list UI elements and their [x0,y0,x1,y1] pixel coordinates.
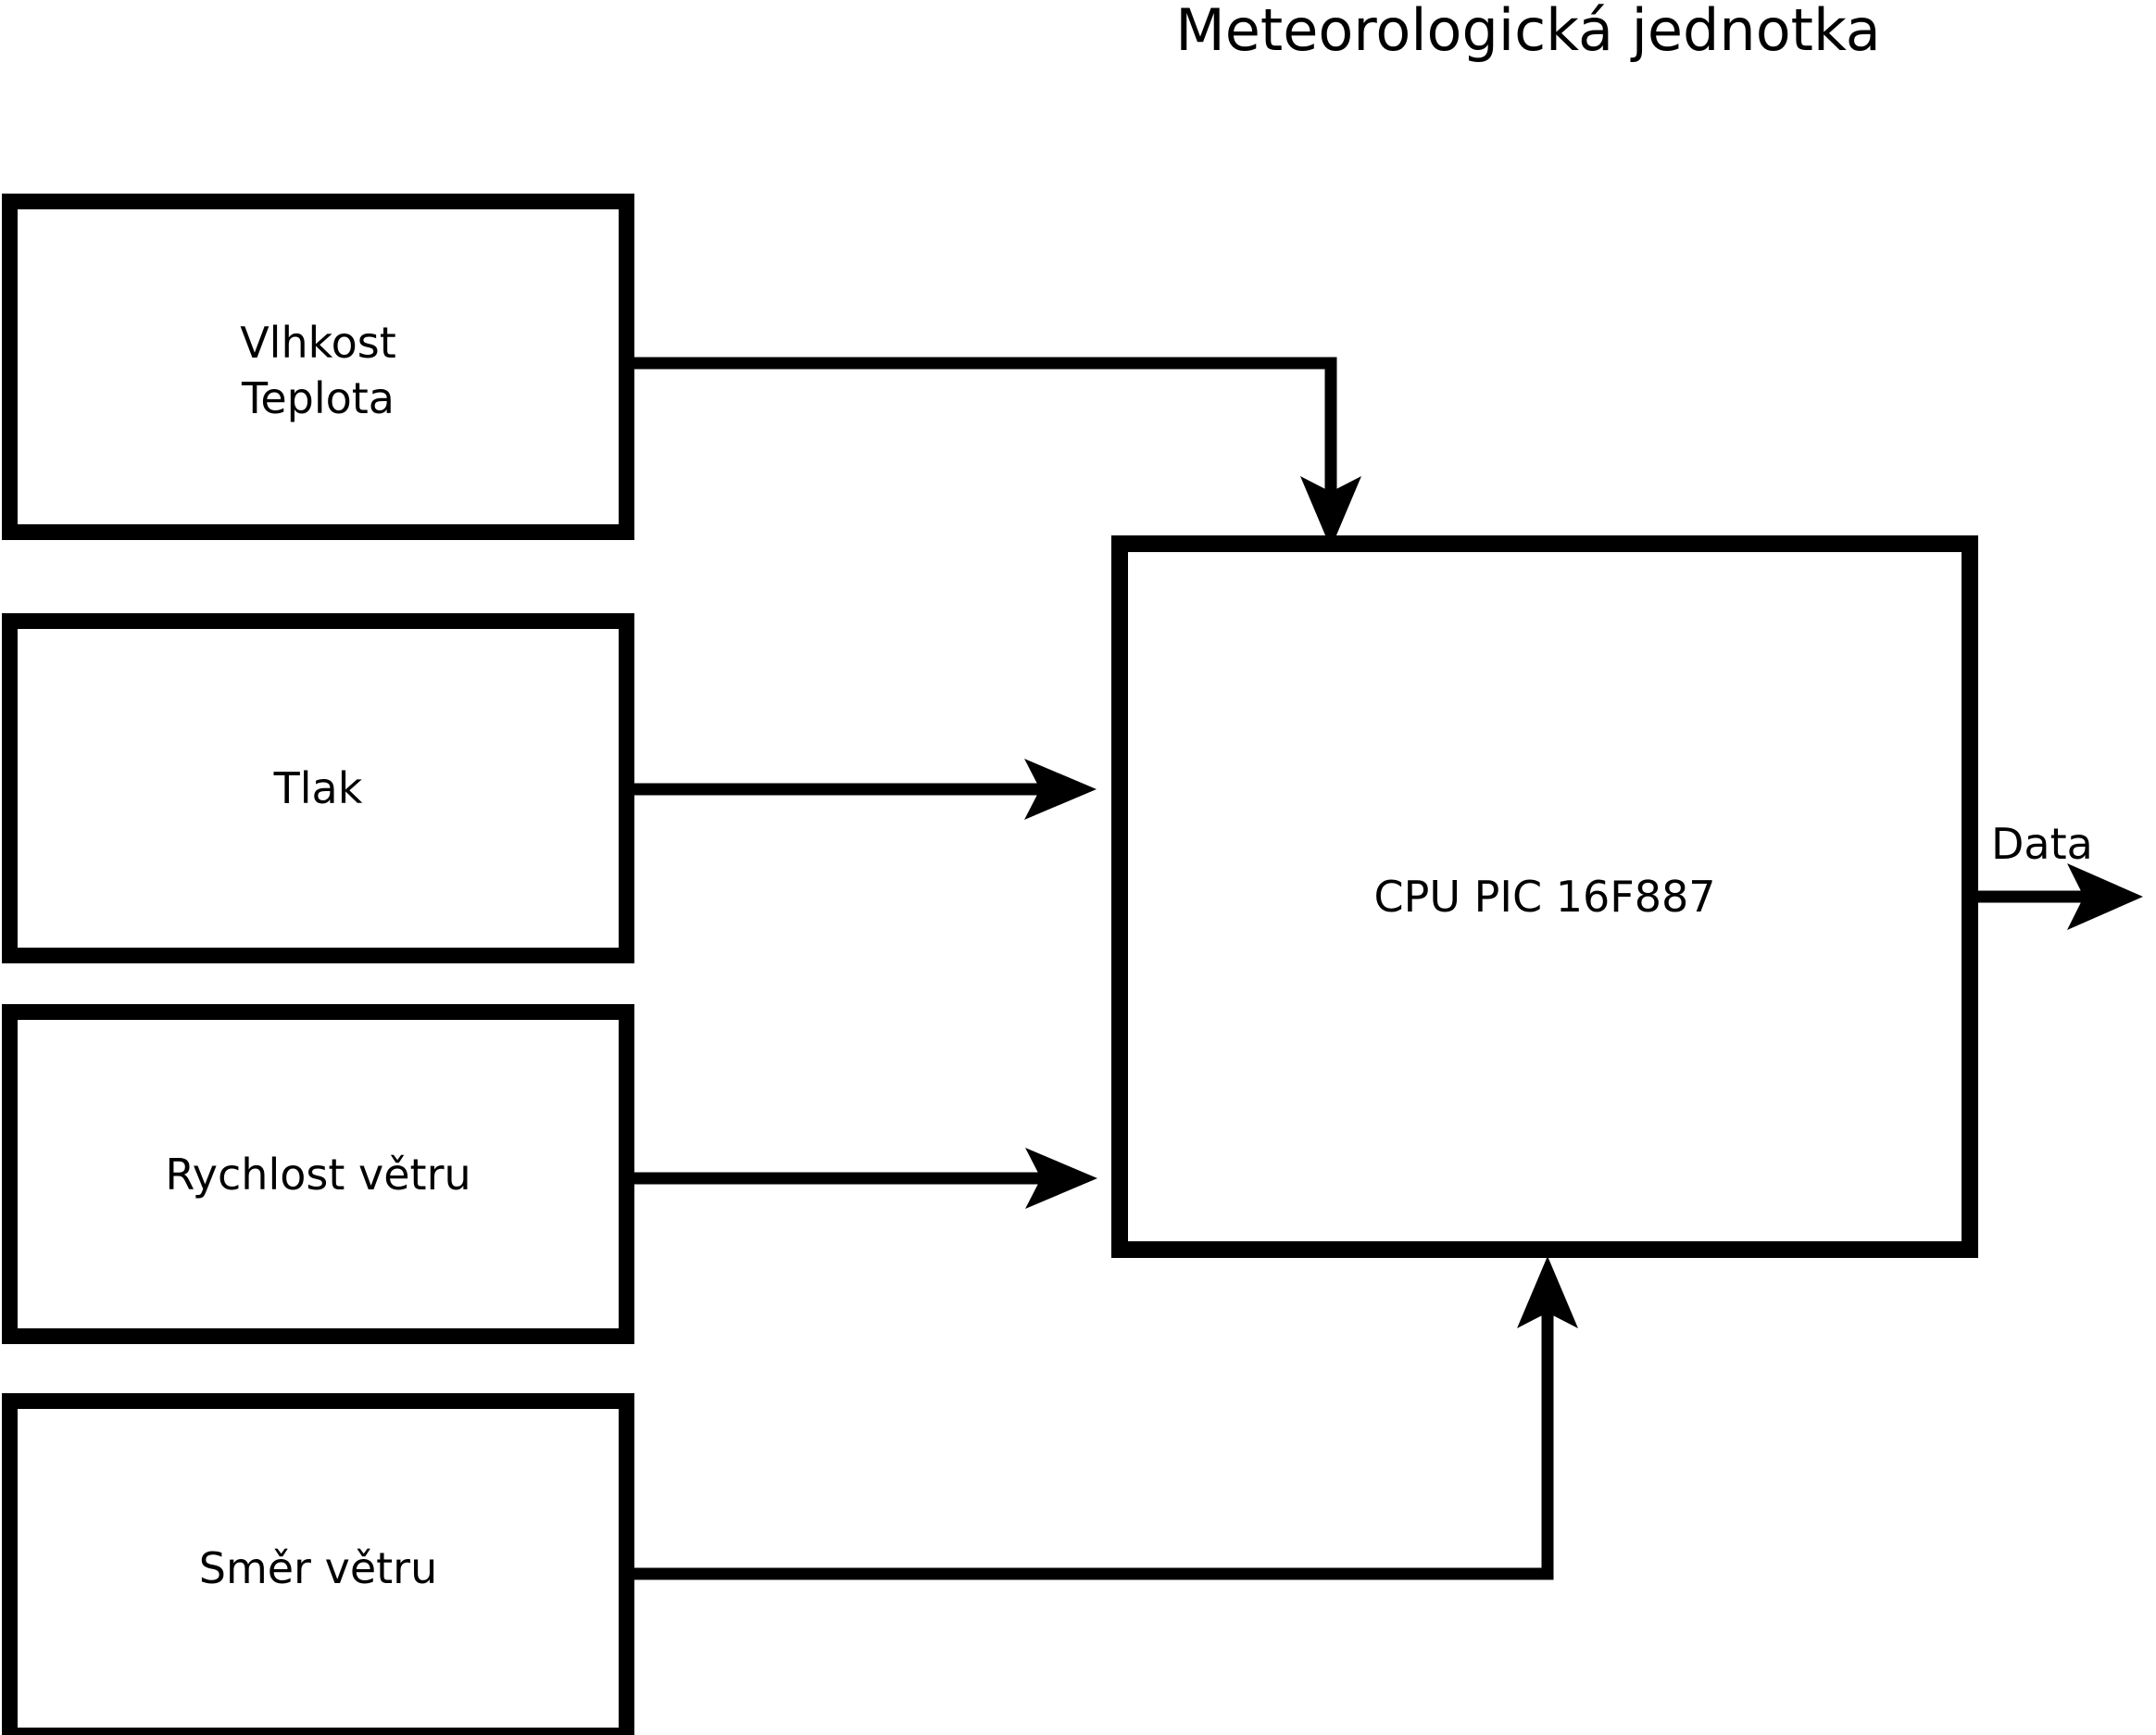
node-label-wind-direction: Směr větru [198,1543,438,1593]
edge-wind-speed-to-cpu [619,1148,1097,1209]
node-label-pressure: Tlak [273,763,363,813]
edge-pressure-to-cpu [619,759,1097,820]
node-box-cpu[interactable] [1111,535,1978,1258]
edge-humidity-to-cpu [619,357,1361,548]
edge-wind-direction-to-cpu [619,1256,1578,1580]
node-label-wind-speed: Rychlost větru [165,1149,471,1200]
node-label-temperature: Teplota [242,373,395,423]
node-label-humidity-temperature: Vlhkost Teplota [2,197,634,544]
edge-cpu-to-data-output [1973,863,2143,930]
page-title: Meteorologická jednotka [1175,0,1881,64]
node-box-wind-direction[interactable] [2,1393,634,1735]
node-label-humidity: Vlhkost [240,318,396,368]
node-label-cpu: CPU PIC 16F887 [1373,872,1716,922]
node-box-wind-speed[interactable] [2,1004,634,1344]
edge-label-data: Data [1991,819,2093,869]
node-box-pressure[interactable] [2,613,634,963]
node-box-humidity-temperature[interactable] [2,194,634,540]
